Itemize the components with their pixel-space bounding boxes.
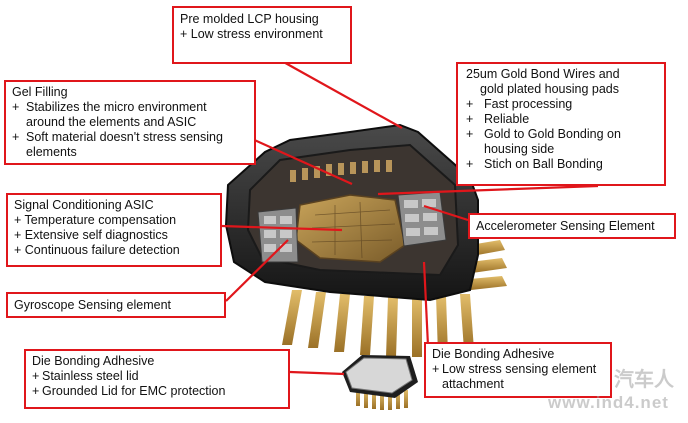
lidded-package-illustration	[342, 355, 418, 410]
callout-title: Pre molded LCP housing	[180, 12, 319, 26]
callout-title: Die Bonding Adhesive	[32, 354, 155, 368]
bullet-plus: +	[466, 157, 474, 171]
callout-item: around the elements and ASIC	[26, 115, 197, 129]
callout-title: gold plated housing pads	[480, 82, 620, 96]
callout-item: Stich on Ball Bonding	[484, 157, 603, 171]
callout-gold-bond-wires: 25um Gold Bond Wires and gold plated hou…	[456, 62, 666, 186]
bottom-leads	[282, 290, 474, 357]
callout-gel-filling: Gel Filling + Stabilizes the micro enviro…	[4, 80, 256, 165]
bullet-plus: +	[466, 97, 474, 111]
housing-pads	[290, 160, 392, 182]
callout-title: Signal Conditioning ASIC	[14, 198, 154, 212]
gyro-element	[257, 207, 299, 263]
bullet-plus: +	[12, 130, 20, 144]
callout-item: Low stress sensing element	[442, 362, 597, 376]
callout-item: + Extensive self diagnostics	[14, 228, 168, 242]
bullet-plus: +	[32, 369, 40, 383]
bullet-plus: +	[466, 127, 474, 141]
callout-title: 25um Gold Bond Wires and	[466, 67, 620, 81]
callout-lcp-housing: Pre molded LCP housing + Low stress envi…	[172, 6, 352, 64]
callout-title: Die Bonding Adhesive	[432, 347, 555, 361]
callout-item: Grounded Lid for EMC protection	[42, 384, 226, 398]
callout-title: Accelerometer Sensing Element	[476, 219, 655, 233]
callout-signal-asic: Signal Conditioning ASIC + Temperature c…	[6, 193, 222, 267]
watermark-url: www.ind4.net	[548, 393, 669, 412]
callout-item: Reliable	[484, 112, 530, 126]
bullet-plus: +	[466, 112, 474, 126]
bullet-plus: +	[432, 362, 440, 376]
asic-circuitry	[311, 201, 396, 259]
bullet-plus: +	[12, 100, 20, 114]
bullet-plus: +	[32, 384, 40, 398]
callout-item: + Temperature compensation	[14, 213, 177, 227]
callout-die-bonding-left: Die Bonding Adhesive +Stainless steel li…	[24, 349, 290, 409]
callout-item: Stabilizes the micro environment	[26, 100, 207, 114]
watermark-brand: 汽车人	[614, 369, 674, 391]
callout-item: Gold to Gold Bonding on	[484, 127, 621, 141]
callout-item: Soft material doesn't stress sensing	[26, 130, 223, 144]
callout-title: Gel Filling	[12, 85, 68, 99]
callout-item: elements	[26, 145, 77, 159]
callout-die-bonding-right: Die Bonding Adhesive +Low stress sensing…	[424, 342, 612, 398]
callout-accelerometer: Accelerometer Sensing Element	[468, 213, 676, 239]
callout-title: Gyroscope Sensing element	[14, 298, 172, 312]
callout-item: attachment	[442, 377, 504, 391]
callout-gyroscope: Gyroscope Sensing element	[6, 292, 226, 318]
asic-die	[295, 194, 406, 263]
callout-item: Stainless steel lid	[42, 369, 139, 383]
accel-element	[397, 191, 447, 247]
callout-item: Fast processing	[484, 97, 573, 111]
callout-item: housing side	[484, 142, 555, 156]
callout-item: + Low stress environment	[180, 27, 323, 41]
callout-item: + Continuous failure detection	[14, 243, 180, 257]
